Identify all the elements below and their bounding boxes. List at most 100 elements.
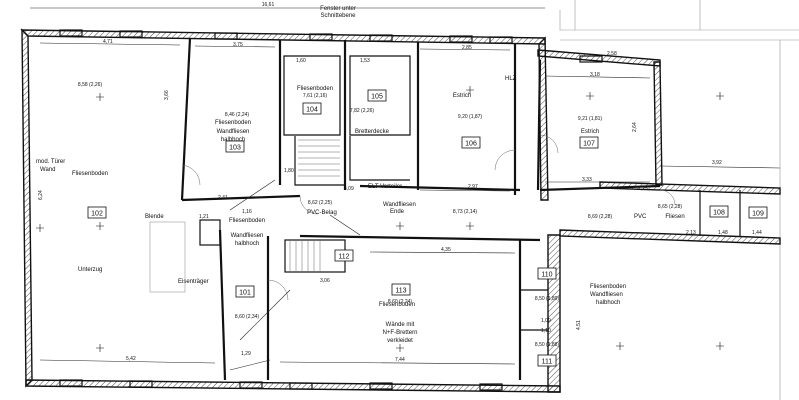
dim-744: 7,44 xyxy=(395,357,405,363)
room-102-area: 8,58 (2,26) xyxy=(78,82,103,88)
room-labels: Fliesenboden 8,58 (2,26) Fliesenboden Wa… xyxy=(72,82,685,348)
room-101-number: 101 xyxy=(239,290,251,297)
dim-451: 4,51 xyxy=(576,320,582,330)
corridor-area2: 8,69 (2,28) xyxy=(588,214,613,220)
room-104-floor: Fliesenboden xyxy=(297,86,333,92)
room-104-number: 104 xyxy=(306,107,318,114)
room-104-area: 7,61 (2,16) xyxy=(303,93,328,99)
right-note-2: Wandfliesen xyxy=(590,292,623,298)
dim-306: 3,06 xyxy=(320,278,330,284)
dim-125: 1,25 xyxy=(638,186,648,192)
door-swings xyxy=(181,134,676,301)
dim-153: 1,53 xyxy=(360,58,370,64)
room-103-floor3: halbhoch xyxy=(221,137,245,143)
dim-258: 2,58 xyxy=(607,51,617,57)
room-102-floor: Fliesenboden xyxy=(72,171,108,177)
room-101-wandfl2: halbhoch xyxy=(235,241,259,247)
room-106-area: 9,20 (1,87) xyxy=(458,114,483,120)
dim-121: 1,21 xyxy=(199,214,209,220)
dim-542: 5,42 xyxy=(126,356,136,362)
dim-624: 6,24 xyxy=(38,190,44,200)
label-wandfliesen-ende1: Wandfliesen xyxy=(383,202,416,208)
dim-109: 1,09 xyxy=(541,318,551,324)
room-108-number: 108 xyxy=(713,210,725,217)
dim-285: 2,85 xyxy=(462,45,472,51)
room-109-number: 109 xyxy=(752,211,764,218)
room-113-floor: Fliesenboden xyxy=(379,302,415,308)
room-number-boxes: 102 103 104 105 106 107 108 109 110 111 … xyxy=(87,89,768,367)
room-106-number: 106 xyxy=(465,141,477,148)
room-102-number: 102 xyxy=(91,211,103,218)
dimension-texts: 4,71 3,75 1,60 1,53 2,85 2,58 3,18 3,92 … xyxy=(38,39,781,365)
room-111-area: 8,50 (1,88) xyxy=(535,342,560,348)
room-107-floor: Estrich xyxy=(581,129,599,135)
dim-160: 1,60 xyxy=(296,58,306,64)
label-pvc-belag-area: 8,62 (2,25) xyxy=(308,200,333,206)
overall-dim-text: 16,61 xyxy=(262,2,275,8)
room-103-floor2: Wandfliesen xyxy=(217,129,250,135)
room-113-floor4: verkleidet xyxy=(387,338,413,344)
dim-241: 2,41 xyxy=(218,195,228,201)
dim-180: 1,80 xyxy=(284,168,294,174)
room-113-number: 113 xyxy=(395,288,406,295)
dim-435: 4,35 xyxy=(441,247,451,253)
misc-labels: mod. Türer Wand Blende Unterzug Eisenträ… xyxy=(36,76,647,306)
top-note-line2: Schnittebene xyxy=(320,13,356,19)
right-note-3: halbhoch xyxy=(596,300,620,306)
dim-471: 4,71 xyxy=(103,39,113,45)
dim-333: 3,33 xyxy=(582,177,592,183)
room-111-number: 111 xyxy=(542,359,553,366)
dim-409: 4,09 xyxy=(344,186,354,192)
exterior-walls xyxy=(20,28,781,393)
room-107-number: 107 xyxy=(583,141,595,148)
dim-116: 1,16 xyxy=(242,209,252,215)
blende-block xyxy=(149,219,221,293)
dim-375: 3,75 xyxy=(233,42,243,48)
dim-264: 2,64 xyxy=(632,122,638,132)
dim-129: 1,29 xyxy=(241,351,251,357)
label-wandfliesen-ende2: Ende xyxy=(390,209,405,215)
interior-walls xyxy=(180,37,741,381)
dim-213: 2,13 xyxy=(686,230,696,236)
dim-144: 1,44 xyxy=(752,230,762,236)
label-hlz: HLZ xyxy=(505,76,517,82)
room-106-floor: Estrich xyxy=(453,93,471,99)
room-105-bretterdecke: Bretterdecke xyxy=(355,129,390,135)
stair-104 xyxy=(298,139,340,177)
room-103-number: 103 xyxy=(229,145,241,152)
right-note-1: Fliesenboden xyxy=(590,284,626,290)
label-mod-wand: Wand xyxy=(40,167,55,173)
room-112-number: 112 xyxy=(338,254,349,261)
dim-297: 2,97 xyxy=(468,184,478,190)
dim-110: 1,10 xyxy=(541,328,551,334)
corridor-area: 8,73 (2,14) xyxy=(453,209,478,215)
top-note-line1: Fenster unter xyxy=(320,6,356,12)
room-101-floor: Fliesenboden xyxy=(229,218,265,224)
label-elt-verteiler: ELT Verteiler xyxy=(368,184,402,190)
label-mod-tuer: mod. Türer xyxy=(36,159,65,165)
room-113-area: 8,60 (2,24) xyxy=(388,299,413,305)
room-108-area: 8,65 (2,28) xyxy=(658,204,683,210)
bottom-windows xyxy=(59,379,503,391)
label-pvc-belag: PVC-Belag xyxy=(307,210,337,216)
label-eisentraeger: Eisenträger xyxy=(178,279,209,285)
room-108-floor: Fliesen xyxy=(665,214,684,220)
room-110-area: 8,50 (1,89) xyxy=(535,296,560,302)
neighbour-outline xyxy=(559,0,799,400)
room-105-area: 7,82 (2,26) xyxy=(350,108,375,114)
dim-148: 1,48 xyxy=(718,230,728,236)
label-unterzug: Unterzug xyxy=(78,267,102,273)
room-103-floor: Fliesenboden xyxy=(215,120,251,126)
room-107-area: 9,21 (1,81) xyxy=(578,116,603,122)
room-101-area: 8,60 (2,34) xyxy=(235,314,260,320)
room-101-wandfl1: Wandfliesen xyxy=(231,233,264,239)
top-windows xyxy=(59,29,603,63)
section-lines xyxy=(229,179,361,371)
dim-392: 3,92 xyxy=(712,160,722,166)
dim-318: 3,18 xyxy=(590,72,600,78)
room-113-floor2: Wände mit xyxy=(386,322,415,328)
room-105-number: 105 xyxy=(371,94,383,101)
reference-crosses xyxy=(36,86,724,352)
label-pvc: PVC xyxy=(634,214,647,220)
